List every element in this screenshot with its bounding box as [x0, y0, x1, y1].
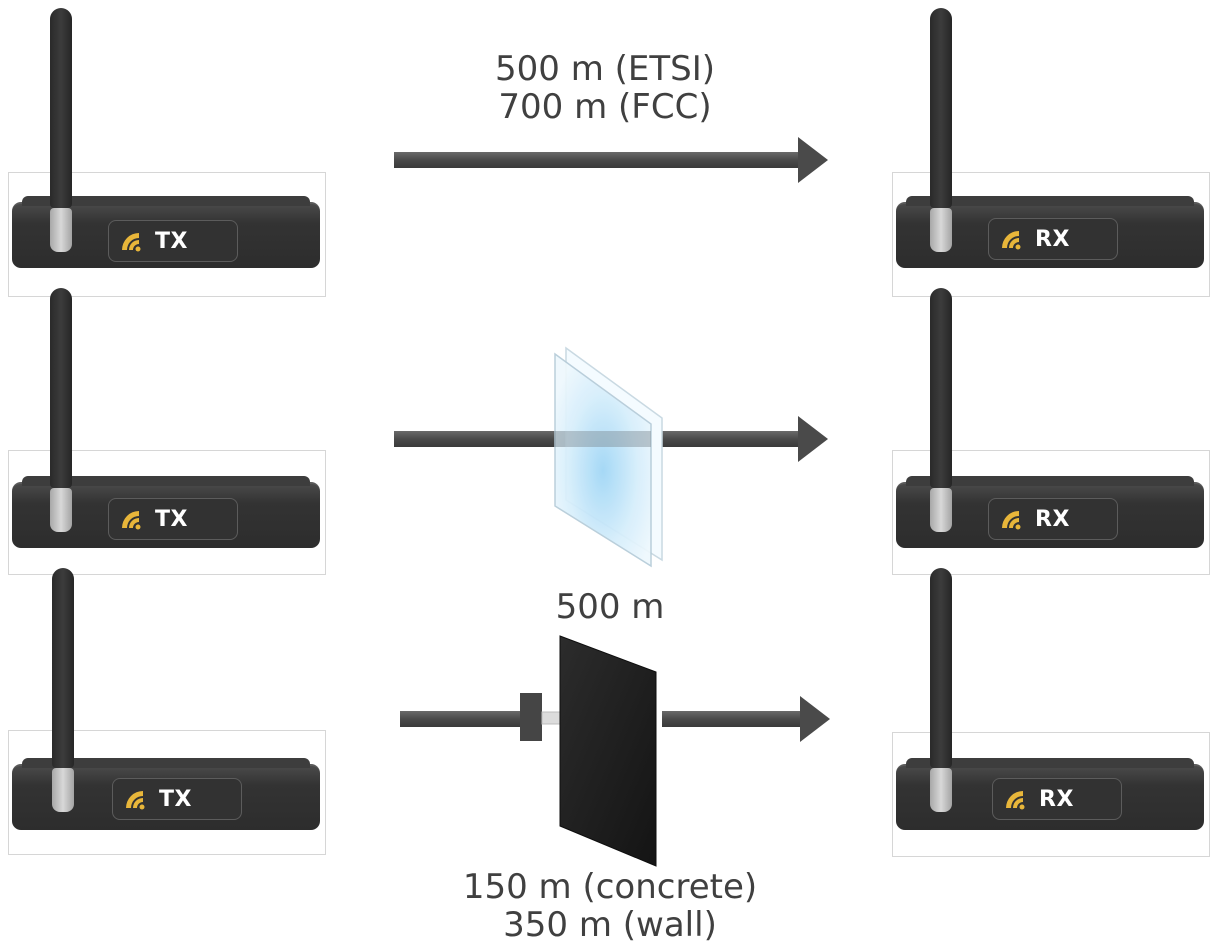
glass-pane-icon	[554, 346, 663, 568]
tx-badge: TX	[108, 498, 238, 540]
antenna-icon	[930, 568, 952, 768]
antenna-base	[50, 208, 72, 252]
tx-badge: TX	[108, 220, 238, 262]
signal-waves-icon	[122, 511, 141, 530]
rx-label: RX	[1035, 226, 1070, 252]
rx-badge: RX	[988, 498, 1118, 540]
rx-device-row-3: RX	[892, 560, 1210, 857]
rx-badge: RX	[988, 218, 1118, 260]
antenna-icon	[50, 288, 72, 488]
caption-row-2: 500 m	[480, 588, 740, 626]
rx-label: RX	[1035, 506, 1070, 532]
concrete-wall-icon	[559, 635, 657, 867]
signal-waves-icon	[126, 791, 145, 810]
arrow-icon-row-3	[400, 693, 830, 742]
signal-waves-icon	[1006, 791, 1025, 810]
antenna-base	[930, 208, 952, 252]
tx-device-row-2: TX	[8, 280, 328, 575]
tx-badge: TX	[112, 778, 242, 820]
tx-label: TX	[155, 228, 188, 254]
tx-device-row-3: TX	[8, 560, 328, 855]
antenna-base	[930, 488, 952, 532]
rx-device-row-1: RX	[892, 0, 1210, 297]
caption-row-1: 500 m (ETSI) 700 m (FCC)	[385, 50, 825, 126]
rx-device-row-2: RX	[892, 280, 1210, 575]
antenna-icon	[50, 8, 72, 208]
caption-line-wall: 350 m (wall)	[503, 905, 717, 945]
caption-line-etsi: 500 m (ETSI)	[494, 49, 716, 89]
caption-glass-range: 500 m	[555, 587, 665, 627]
caption-row-3: 150 m (concrete) 350 m (wall)	[420, 868, 800, 944]
antenna-base	[930, 768, 952, 812]
tx-device-row-1: TX	[8, 0, 328, 297]
rx-label: RX	[1039, 786, 1074, 812]
antenna-icon	[930, 288, 952, 488]
caption-line-concrete: 150 m (concrete)	[462, 867, 758, 907]
antenna-base	[50, 488, 72, 532]
tx-label: TX	[159, 786, 192, 812]
tx-label: TX	[155, 506, 188, 532]
arrow-icon-row-1	[394, 137, 828, 183]
rx-badge: RX	[992, 778, 1122, 820]
antenna-base	[52, 768, 74, 812]
caption-line-fcc: 700 m (FCC)	[498, 87, 712, 127]
signal-waves-icon	[122, 233, 141, 252]
signal-waves-icon	[1002, 511, 1021, 530]
antenna-icon	[52, 568, 74, 768]
antenna-icon	[930, 8, 952, 208]
signal-waves-icon	[1002, 231, 1021, 250]
